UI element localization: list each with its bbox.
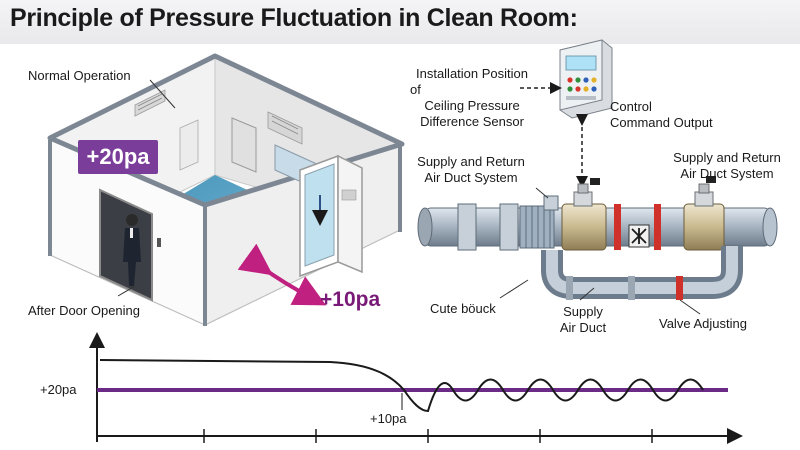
title-band (0, 0, 800, 44)
label-duct-system-left: Supply and Return Air Duct System (408, 154, 534, 186)
door-switch (157, 238, 161, 247)
graph-y-label: +20pa (40, 382, 77, 397)
pressure-label-low: +10pa (320, 288, 381, 311)
pressure-arrow (237, 243, 327, 306)
duct-system-illustration (417, 39, 778, 315)
flange-left-2 (499, 203, 519, 251)
label-valve-adjusting: Valve Adjusting (659, 316, 747, 331)
back-door (231, 117, 257, 173)
leader-normal (149, 79, 176, 109)
duct-left-line-1: Supply and Return (417, 154, 525, 169)
pressure-curve (99, 359, 704, 413)
label-duct-system-right: Supply and Return Air Duct System (664, 150, 790, 182)
vent-grille-right (267, 111, 303, 145)
bellows-section (519, 205, 555, 249)
duct-right-line-1: Supply and Return (673, 150, 781, 165)
leader-cute (499, 279, 529, 299)
leader-valve (679, 299, 701, 315)
control-line-2: Command Output (610, 115, 713, 130)
label-supply-air-duct: Supply Air Duct (548, 304, 618, 336)
graph-ticks (203, 429, 653, 443)
leader-after-door (117, 285, 136, 297)
valve-ring-2 (654, 204, 661, 250)
leader-duct-left (535, 187, 549, 199)
room-top-frame (47, 53, 405, 208)
label-normal-operation: Normal Operation (28, 68, 131, 83)
flange-left (457, 203, 477, 251)
label-after-door-opening: After Door Opening (28, 303, 141, 318)
control-display (565, 55, 597, 71)
supply-valve-ring (676, 276, 683, 300)
sensor-line-2: of (410, 82, 421, 97)
page-title: Principle of Pressure Fluctuation in Cle… (10, 4, 578, 32)
label-control-output: Control Command Output (610, 99, 713, 131)
sensor-housing-right (683, 176, 725, 251)
sensor-line-4: Difference Sensor (420, 114, 524, 129)
pressure-badge-high: +20pa (78, 140, 158, 174)
sensor-line-3: Ceiling Pressure (424, 98, 520, 113)
label-sensor-position: Installation Position of Ceiling Pressur… (402, 66, 542, 130)
leader-supply (579, 287, 595, 301)
duct-left-line-2: Air Duct System (424, 170, 518, 185)
wall-panel (179, 119, 199, 171)
clean-room-illustration (47, 53, 405, 326)
sensor-line-1: Installation Position (415, 66, 528, 81)
person-figure (123, 214, 141, 286)
pressure-graph (89, 332, 743, 444)
right-door-leaf (337, 154, 363, 274)
supply-line-1: Supply (563, 304, 603, 319)
label-cute-bouck: Cute böuck (430, 301, 496, 316)
supply-line-2: Air Duct (559, 320, 607, 335)
sensor-housing-left (561, 178, 607, 251)
duct-right-line-2: Air Duct System (680, 166, 774, 181)
control-box (559, 39, 613, 119)
control-line-1: Control (610, 99, 652, 114)
supply-duct-pipe (541, 246, 743, 299)
valve-ring-1 (614, 204, 621, 250)
graph-dip-label: +10pa (370, 411, 407, 426)
